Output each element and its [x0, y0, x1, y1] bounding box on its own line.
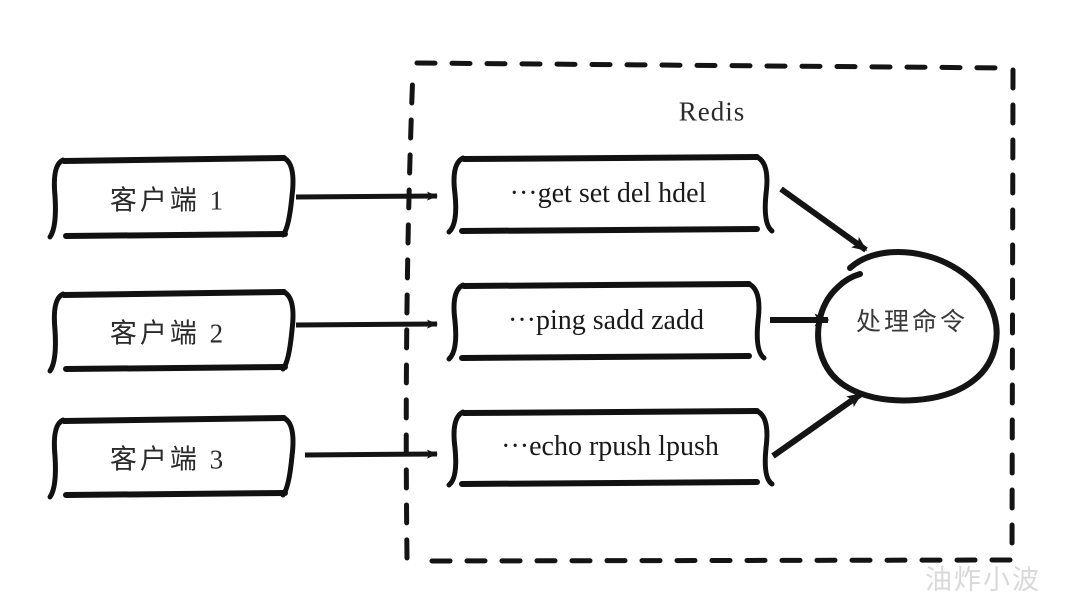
arrow-client3-to-command3 [304, 449, 438, 459]
command-label-3: ···echo rpush lpush [501, 431, 719, 462]
command-box-1[interactable] [446, 154, 775, 235]
client-label-3: 客户端 3 [109, 444, 227, 475]
client-box-3[interactable] [47, 415, 296, 500]
client-label-1: 客户端 1 [109, 185, 227, 216]
processor-blob[interactable] [815, 249, 1000, 404]
command-label-1: ···get set del hdel [509, 178, 707, 209]
watermark: 油炸小波 [925, 565, 1041, 595]
arrow-command3-to-processor [771, 391, 863, 459]
client-box-2[interactable] [47, 289, 296, 374]
arrow-client2-to-command2 [295, 319, 438, 329]
command-label-2: ···ping sadd zadd [508, 305, 704, 336]
arrow-client1-to-command1 [295, 191, 438, 201]
client-label-2: 客户端 2 [109, 318, 227, 349]
arrow-command1-to-processor [779, 186, 868, 253]
redis-boundary-label: Redis [678, 96, 746, 127]
command-box-2[interactable] [446, 281, 767, 362]
processor-label: 处理命令 [855, 309, 969, 336]
client-box-1[interactable] [47, 155, 296, 240]
redis-boundary [403, 60, 1016, 564]
command-box-3[interactable] [446, 408, 775, 488]
